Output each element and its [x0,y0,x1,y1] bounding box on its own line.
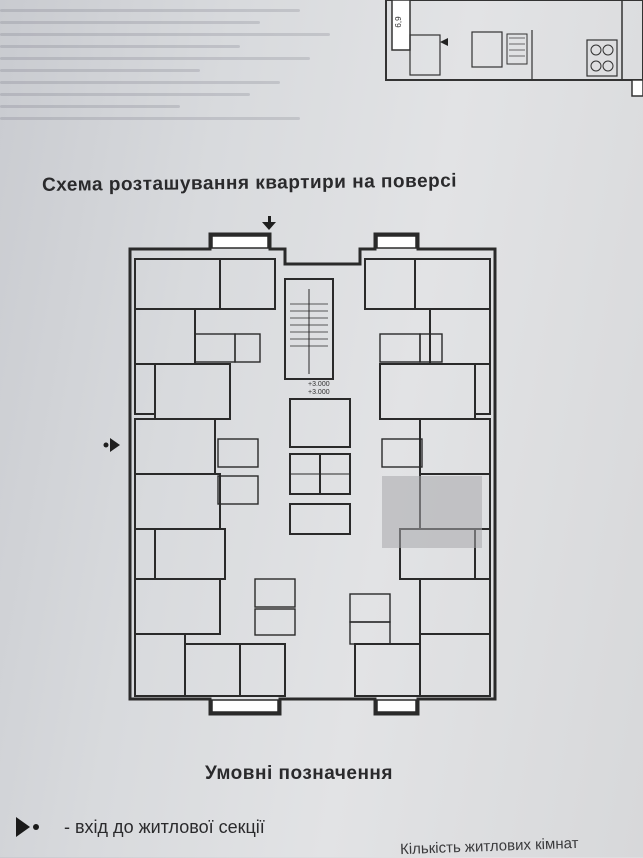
apartment-plan-fragment: 6,9 [385,0,643,97]
entrance-arrow-icon-left [103,438,120,452]
lift-core [289,398,351,535]
legend-entrance-text: - вхід до житлової секції [64,816,265,837]
entrance-arrow-icon [16,817,39,837]
faded-background-text [0,0,380,170]
floor-plan: +3.000 +3.000 [103,216,497,716]
staircase [284,278,334,380]
fragment-label: 6,9 [394,16,403,28]
entrance-arrow-icon-top [262,216,276,230]
level-mark-bottom: +3.000 [308,389,330,396]
page-title: Схема розташування квартири на поверсі [41,170,458,196]
level-mark-top: +3.000 [308,381,330,388]
highlighted-apartment [382,476,482,548]
next-section-caption: Кількість житлових кімнат [399,834,579,858]
legend-title: Умовні позначення [205,763,393,784]
legend-entrance-row: - вхід до житлової секції [12,814,265,840]
